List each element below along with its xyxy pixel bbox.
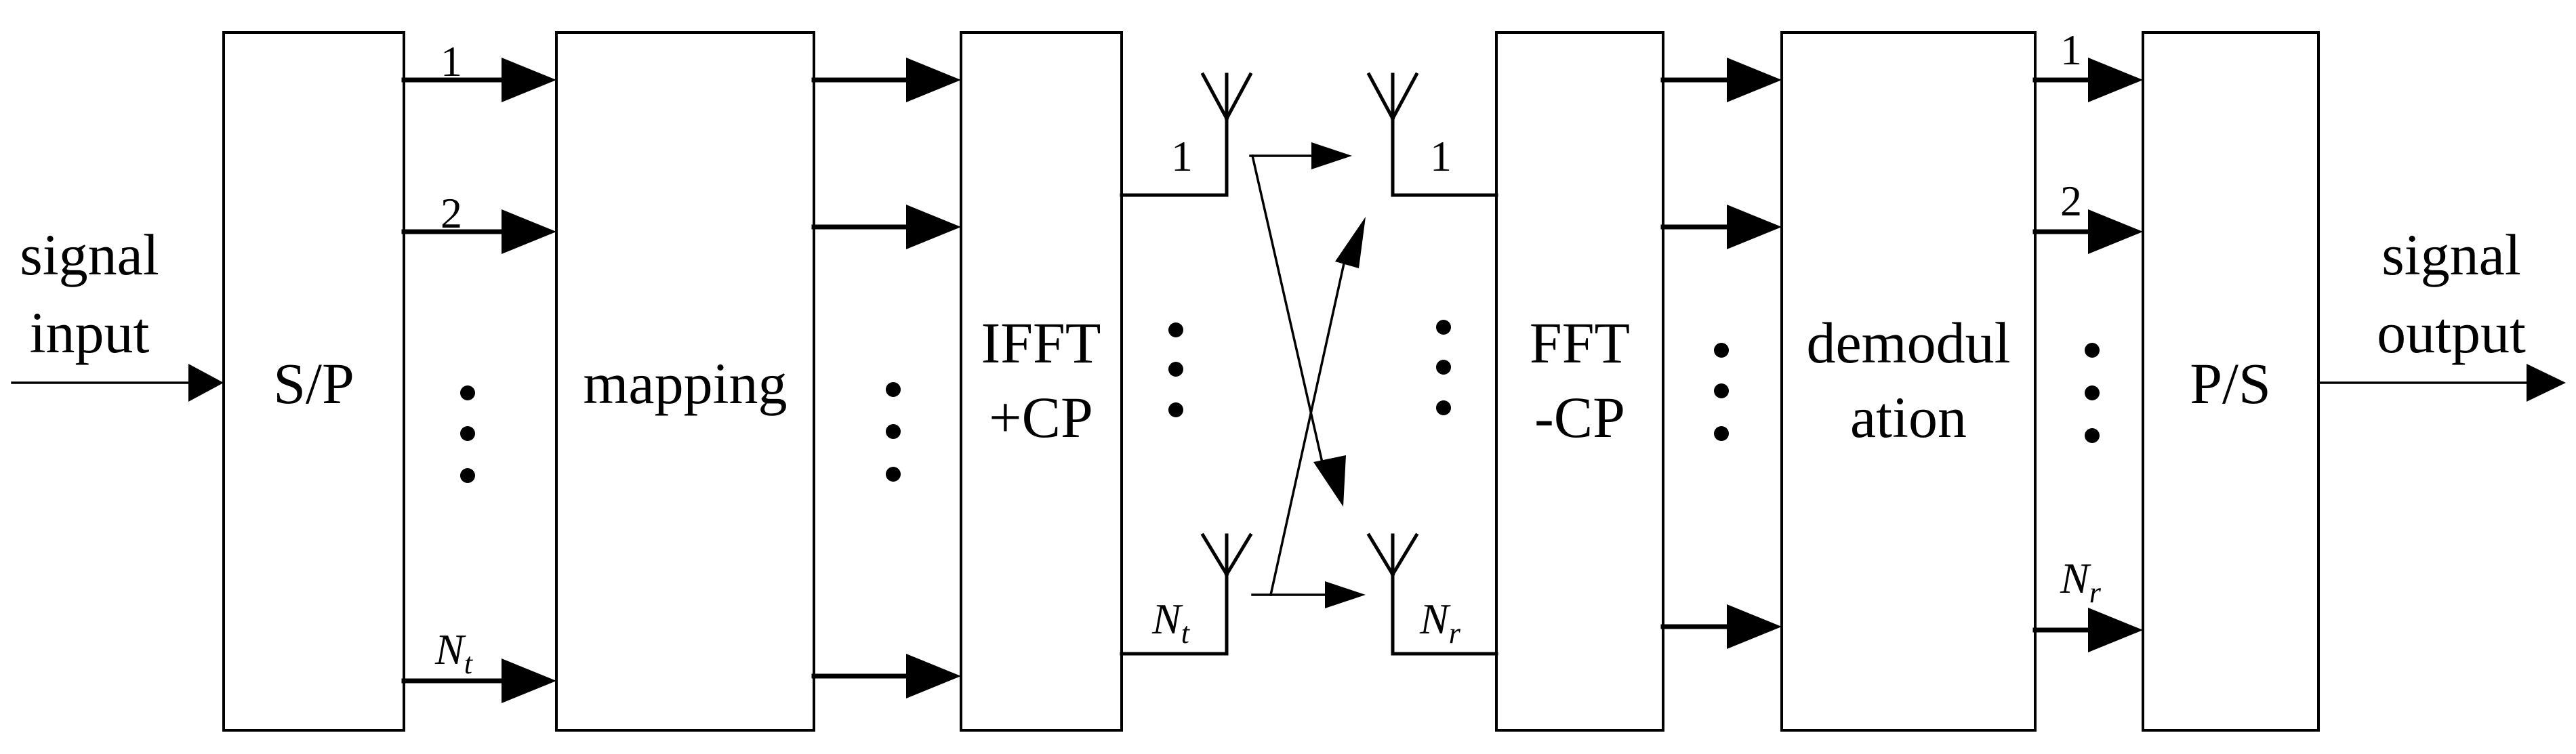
sp-out-label-2: 2 xyxy=(441,189,462,237)
ifft-cp-block xyxy=(960,31,1123,732)
sp-out-label-n: Nt xyxy=(434,625,474,680)
channel-path-txn-rx1 xyxy=(1269,255,1347,597)
rx-antenna-ellipsis-dot xyxy=(1436,400,1451,415)
sp-out-ellipsis-dot xyxy=(460,385,475,400)
demod-out-ellipsis-dot xyxy=(2085,343,2100,358)
mapping-block xyxy=(555,31,815,732)
rx-antenna-label-n: Nr xyxy=(1419,595,1461,650)
fft-out-arrowhead-2 xyxy=(1727,205,1782,249)
tx-antenna-icon-1 xyxy=(1200,72,1253,121)
fft-out-ellipsis-dot xyxy=(1714,343,1729,358)
sp-out-arrowhead-1 xyxy=(502,58,556,102)
rx-antenna-icon-1 xyxy=(1366,72,1419,121)
fft-out-ellipsis-dot xyxy=(1714,426,1729,441)
mapping-out-arrowhead-1 xyxy=(906,58,961,102)
demod-out-ellipsis-dot xyxy=(2085,428,2100,443)
sp-label: S/P xyxy=(273,351,354,416)
fft-out-ellipsis-dot xyxy=(1714,383,1729,398)
channel-arrowhead-tx1-rx1 xyxy=(1311,142,1352,169)
rx-antenna-ellipsis-dot xyxy=(1436,360,1451,375)
mapping-label: mapping xyxy=(584,351,788,416)
ifft-label-line2: +CP xyxy=(989,385,1093,450)
signal-output-arrowhead xyxy=(2527,364,2566,402)
sp-out-arrowhead-2 xyxy=(502,209,556,254)
tx-antenna-ellipsis-dot xyxy=(1168,322,1183,337)
tx-antenna-feed-n xyxy=(1120,572,1229,656)
rx-antenna-icon-n xyxy=(1366,532,1419,577)
channel-arrowhead-txn-rx1 xyxy=(1335,217,1366,268)
mapping-out-ellipsis-dot xyxy=(886,382,901,397)
signal-output-line2: output xyxy=(2377,300,2526,365)
ps-block xyxy=(2142,31,2320,732)
demod-out-label-1: 1 xyxy=(2060,26,2082,74)
demod-label-line1: demodul xyxy=(1807,310,2011,375)
signal-input-line1: signal xyxy=(20,222,159,287)
demod-out-label-2: 2 xyxy=(2060,177,2082,225)
demodulation-block xyxy=(1780,31,2037,732)
signal-input-arrowhead xyxy=(188,364,224,402)
fft-label-line1: FFT xyxy=(1530,310,1630,375)
mapping-out-ellipsis-dot xyxy=(886,467,901,482)
sp-out-arrowhead-n xyxy=(502,658,556,703)
ps-label: P/S xyxy=(2190,351,2271,416)
signal-input-line2: input xyxy=(30,300,150,365)
sp-block xyxy=(222,31,405,732)
tx-antenna-feed-1 xyxy=(1120,117,1229,197)
demod-out-arrowhead-2 xyxy=(2088,209,2143,254)
tx-antenna-icon-n xyxy=(1200,532,1253,577)
demod-out-arrowhead-1 xyxy=(2088,58,2143,102)
demod-out-ellipsis-dot xyxy=(2085,385,2100,400)
signal-output-line1: signal xyxy=(2381,222,2520,287)
sp-out-ellipsis-dot xyxy=(460,426,475,441)
tx-antenna-ellipsis-dot xyxy=(1168,402,1183,417)
demod-label-line2: ation xyxy=(1850,385,1967,450)
mapping-out-ellipsis-dot xyxy=(886,424,901,439)
rx-antenna-ellipsis-dot xyxy=(1436,320,1451,335)
rx-antenna-feed-1 xyxy=(1391,117,1498,197)
demod-out-label-n: Nr xyxy=(2060,554,2102,609)
ifft-label-line1: IFFT xyxy=(981,310,1101,375)
channel-arrowhead-txn-rxn xyxy=(1325,581,1366,608)
tx-antenna-ellipsis-dot xyxy=(1168,362,1183,377)
mapping-out-arrowhead-n xyxy=(906,654,961,698)
rx-antenna-feed-n xyxy=(1391,572,1498,656)
channel-path-tx1-rxn xyxy=(1250,154,1327,476)
sp-out-ellipsis-dot xyxy=(460,468,475,483)
fft-cp-block xyxy=(1495,31,1664,732)
fft-out-arrowhead-n xyxy=(1727,604,1782,649)
tx-antenna-label-1: 1 xyxy=(1171,132,1193,180)
sp-out-label-1: 1 xyxy=(441,37,462,85)
tx-antenna-label-n: Nt xyxy=(1151,595,1191,650)
mapping-out-arrowhead-2 xyxy=(906,205,961,249)
rx-antenna-label-1: 1 xyxy=(1430,132,1452,180)
fft-out-arrowhead-1 xyxy=(1727,58,1782,102)
channel-arrowhead-tx1-rxn xyxy=(1313,455,1346,507)
demod-out-arrowhead-n xyxy=(2088,608,2143,652)
fft-label-line2: -CP xyxy=(1534,385,1625,450)
